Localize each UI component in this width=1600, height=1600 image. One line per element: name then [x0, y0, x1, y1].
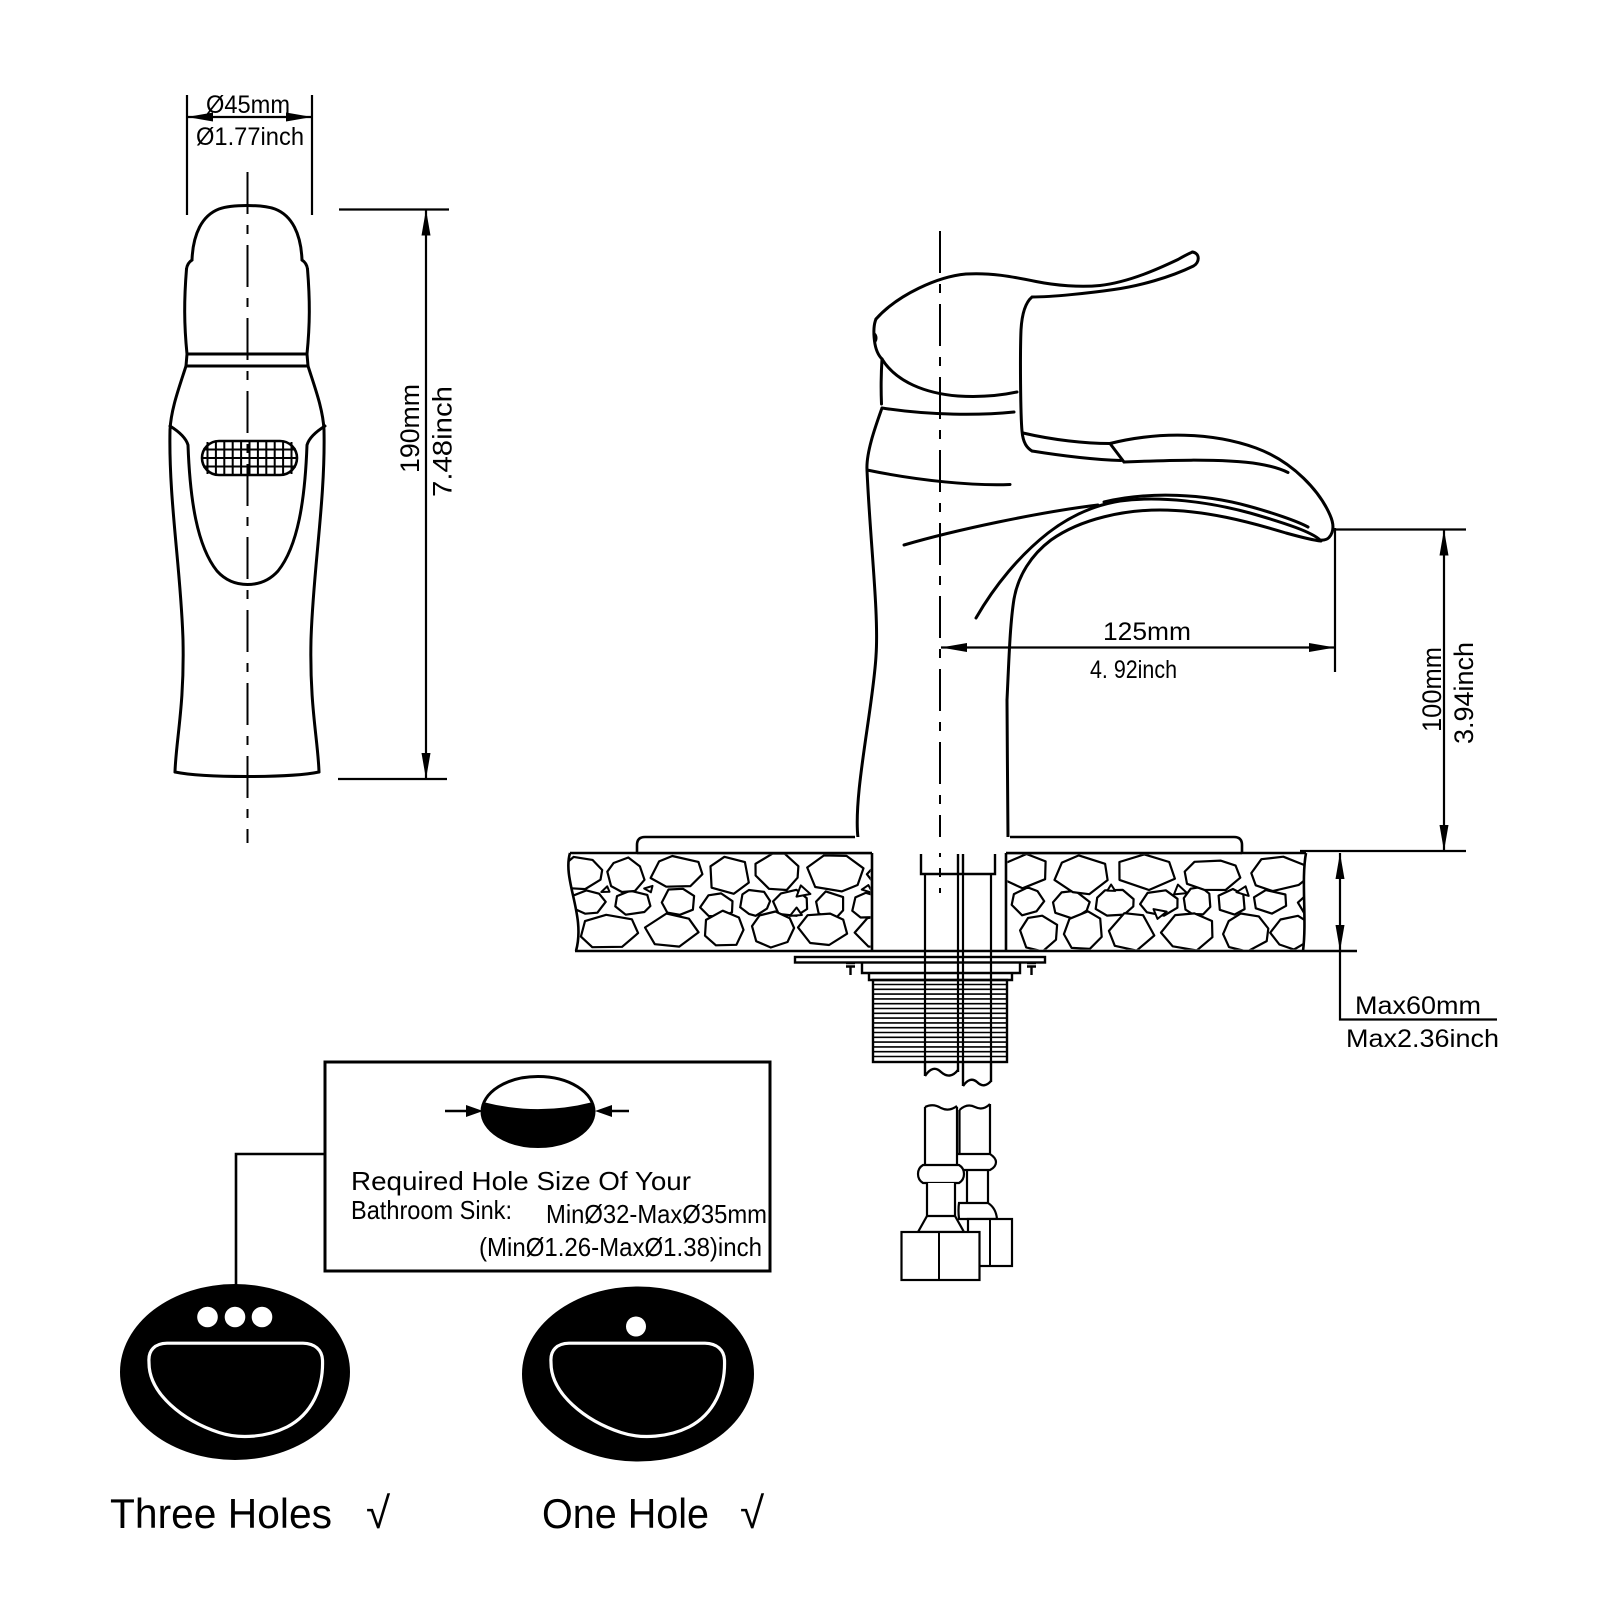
svg-text:3.94inch: 3.94inch — [1449, 642, 1479, 744]
svg-text:√: √ — [740, 1489, 765, 1538]
svg-text:Max60mm: Max60mm — [1355, 992, 1481, 1020]
svg-text:(MinØ1.26-MaxØ1.38)inch: (MinØ1.26-MaxØ1.38)inch — [479, 1232, 762, 1262]
svg-text:Ø45mm: Ø45mm — [206, 91, 290, 119]
svg-text:4. 92inch: 4. 92inch — [1090, 656, 1177, 684]
svg-text:√: √ — [366, 1489, 391, 1538]
svg-text:125mm: 125mm — [1103, 618, 1191, 646]
svg-text:Max2.36inch: Max2.36inch — [1346, 1025, 1499, 1053]
svg-text:100mm: 100mm — [1417, 647, 1447, 732]
svg-text:190mm: 190mm — [395, 384, 425, 473]
svg-text:Required Hole Size Of Your: Required Hole Size Of Your — [351, 1166, 691, 1196]
svg-text:Ø1.77inch: Ø1.77inch — [196, 123, 304, 151]
svg-text:One Hole: One Hole — [542, 1490, 709, 1537]
svg-text:7.48inch: 7.48inch — [428, 386, 458, 497]
svg-text:Bathroom Sink:: Bathroom Sink: — [351, 1195, 512, 1225]
svg-text:Three Holes: Three Holes — [110, 1490, 332, 1537]
svg-text:MinØ32-MaxØ35mm: MinØ32-MaxØ35mm — [546, 1199, 767, 1229]
